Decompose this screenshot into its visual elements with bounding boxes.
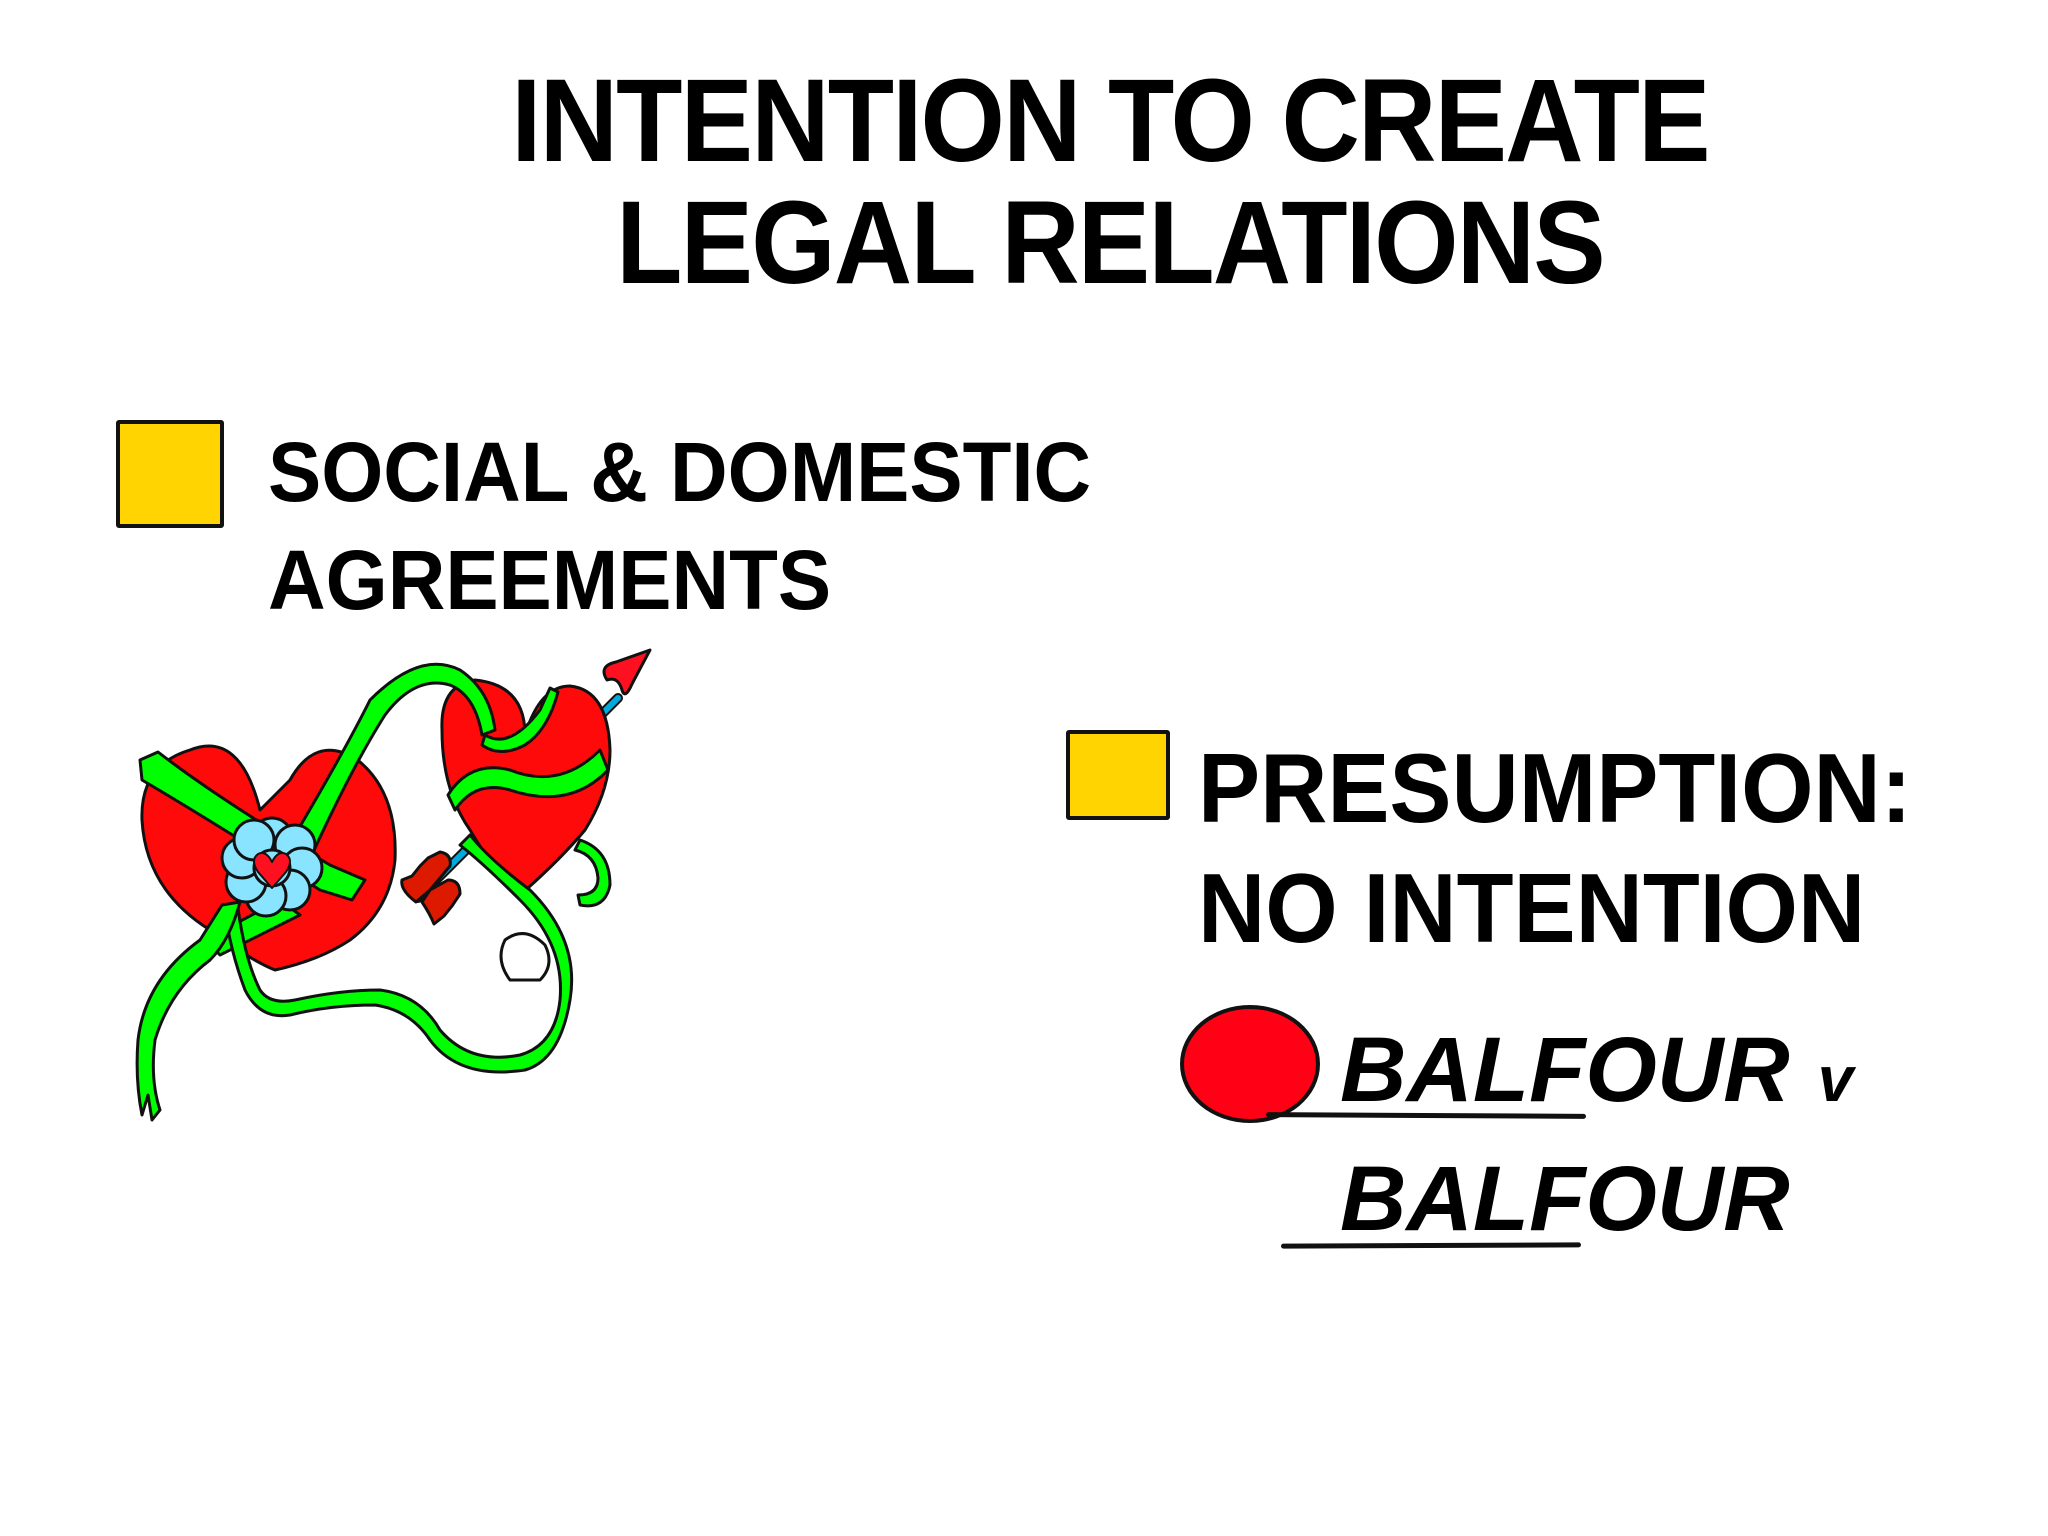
flower-icon: [220, 816, 324, 918]
yellow-square-bullet-icon: [1066, 730, 1170, 820]
slide-title: INTENTION TO CREATE LEGAL RELATIONS: [475, 60, 1745, 304]
case-citation: BALFOUR v BALFOUR: [1340, 1010, 1853, 1259]
point-social-domestic: SOCIAL & DOMESTIC AGREEMENTS: [268, 418, 1091, 634]
case-versus: v: [1817, 1043, 1854, 1115]
hearts-ribbon-illustration: [135, 648, 652, 1122]
title-line-2: LEGAL RELATIONS: [616, 177, 1606, 309]
point-2-line-1: PRESUMPTION:: [1198, 733, 1912, 843]
point-presumption: PRESUMPTION: NO INTENTION: [1198, 728, 1912, 968]
case-party-2: BALFOUR: [1340, 1148, 1790, 1250]
title-line-1: INTENTION TO CREATE: [511, 55, 1710, 187]
yellow-square-bullet-icon: [116, 420, 224, 528]
heart-icon: [253, 852, 291, 889]
point-1-line-2: AGREEMENTS: [268, 533, 832, 627]
point-1-line-1: SOCIAL & DOMESTIC: [268, 425, 1092, 519]
case-party-1: BALFOUR: [1340, 1019, 1790, 1121]
point-2-line-2: NO INTENTION: [1198, 853, 1866, 963]
red-circle-bullet-icon: [1180, 1005, 1320, 1123]
case-underline-1: [1265, 1112, 1587, 1119]
